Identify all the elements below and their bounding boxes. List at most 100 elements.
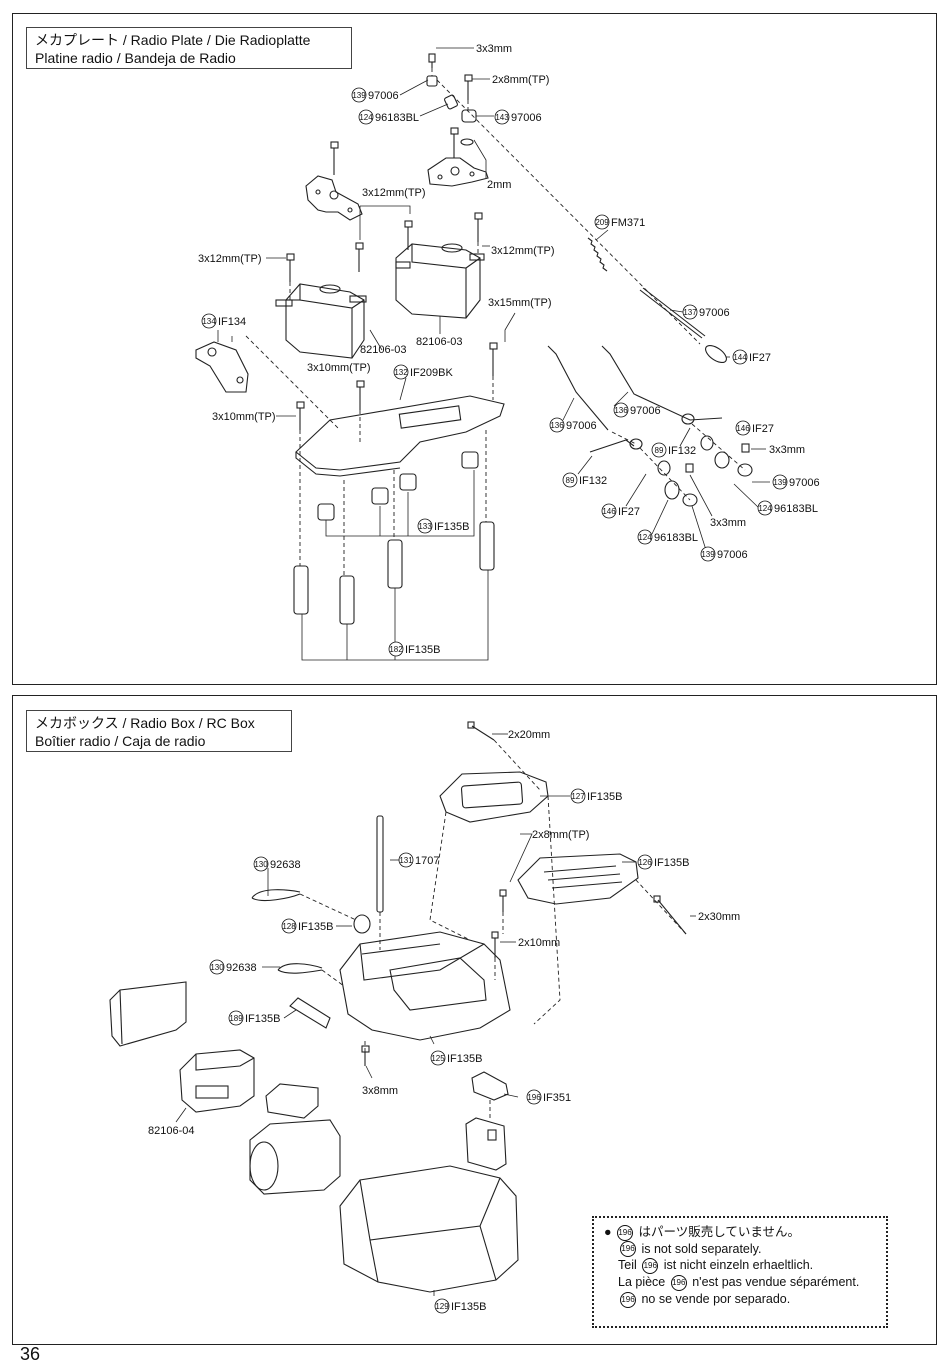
callout-b3: 2x8mm(TP): [532, 829, 589, 841]
callout-b12: 125 IF135B: [430, 1050, 482, 1066]
screw-2x8-top: [464, 74, 473, 100]
svg-text:82106-03: 82106-03: [416, 336, 463, 348]
screw-horn-left: [330, 141, 339, 175]
radio-plate-title-line2: Platine radio / Bandeja de Radio: [35, 50, 236, 66]
svg-text:IF135B: IF135B: [587, 791, 622, 803]
svg-text:137: 137: [683, 308, 697, 317]
callout-t23: 89 IF132: [651, 442, 696, 458]
rod-89: [589, 439, 635, 453]
callout-b7: 2x30mm: [698, 911, 740, 923]
svg-text:139: 139: [773, 478, 787, 487]
callout-b13: 3x8mm: [362, 1085, 398, 1097]
note-text-en: is not sold separately.: [641, 1241, 762, 1256]
screw-2x8: [499, 889, 507, 912]
callout-t4: 124 96183BL: [358, 109, 419, 125]
washer-2mm: [460, 138, 474, 146]
link-parts-right: [629, 413, 753, 507]
svg-text:IF209BK: IF209BK: [410, 367, 453, 379]
callout-t9: 3x12mm(TP): [198, 253, 262, 265]
svg-text:IF132: IF132: [579, 475, 607, 487]
note-text-de: ist nicht einzeln erhaeltlich.: [663, 1258, 814, 1273]
callout-t14: 82106-03: [416, 336, 463, 348]
screw-3x10-left: [296, 401, 305, 430]
svg-text:124: 124: [359, 113, 373, 122]
callout-b11: 189 IF135B: [228, 1010, 280, 1026]
svg-text:3x12mm(TP): 3x12mm(TP): [491, 245, 555, 257]
svg-text:125: 125: [431, 1054, 445, 1063]
note-text-jp: はパーツ販売していません。: [638, 1225, 801, 1239]
spring-209: [587, 237, 608, 272]
rod-137: [639, 287, 706, 339]
callout-t10: 3x12mm(TP): [491, 245, 555, 257]
svg-text:3x8mm: 3x8mm: [362, 1085, 398, 1097]
svg-text:IF134: IF134: [218, 316, 246, 328]
cap-128: [353, 914, 371, 934]
callout-t22: 146 IF27: [735, 420, 774, 436]
servo-horn-left: [305, 175, 363, 221]
post-133-a: [317, 503, 335, 521]
radio-plate-panel: [12, 13, 937, 685]
not-sold-note: ● 196 はパーツ販売していません。 196 is not sold sepa…: [592, 1216, 888, 1328]
standoff-182-d: [479, 521, 495, 571]
svg-text:89: 89: [655, 446, 664, 455]
svg-text:182: 182: [389, 645, 403, 654]
svg-text:189: 189: [229, 1014, 243, 1023]
svg-text:96183BL: 96183BL: [774, 503, 818, 515]
callout-t1: 3x3mm: [476, 43, 512, 55]
callout-b9: 2x10mm: [518, 937, 560, 949]
svg-text:131: 131: [399, 856, 413, 865]
part-number-circle: 196: [620, 1241, 636, 1258]
svg-text:IF135B: IF135B: [245, 1013, 280, 1025]
svg-text:IF351: IF351: [543, 1092, 571, 1104]
callout-b14: 196 IF351: [526, 1089, 571, 1105]
svg-text:3x10mm(TP): 3x10mm(TP): [212, 411, 276, 423]
bracket-134: [195, 341, 249, 393]
post-133-c: [399, 473, 417, 491]
lid-127: [439, 771, 549, 823]
note-text-es: no se vende por separado.: [641, 1291, 791, 1306]
svg-text:132: 132: [394, 368, 408, 377]
screw-3x10-mid: [356, 380, 365, 410]
svg-text:2x8mm(TP): 2x8mm(TP): [532, 829, 589, 841]
note-line-de: Teil 196 ist nicht einzeln erhaeltlich.: [604, 1257, 876, 1275]
standoff-182-b: [339, 575, 355, 625]
screw-2x10: [491, 931, 499, 958]
note-text-fr-prefix: La pièce: [618, 1275, 666, 1290]
svg-text:139: 139: [352, 91, 366, 100]
svg-text:IF132: IF132: [668, 445, 696, 457]
svg-text:127: 127: [571, 792, 585, 801]
svg-text:IF27: IF27: [749, 352, 771, 364]
callout-t25: 89 IF132: [562, 472, 607, 488]
svg-text:3x10mm(TP): 3x10mm(TP): [307, 362, 371, 374]
callout-b16: 129 IF135B: [434, 1298, 486, 1314]
sponge-block: [265, 1083, 319, 1119]
lid-126: [517, 853, 639, 905]
part-number-circle: 196: [642, 1258, 659, 1275]
svg-text:IF135B: IF135B: [447, 1053, 482, 1065]
svg-text:133: 133: [418, 522, 432, 531]
svg-text:IF27: IF27: [752, 423, 774, 435]
radio-plate-title-line1: メカプレート / Radio Plate / Die Radioplatte: [35, 32, 311, 48]
callout-t16: 144 IF27: [732, 349, 771, 365]
callout-b15: 82106-04: [148, 1125, 195, 1137]
antenna-131: [376, 815, 384, 913]
svg-text:2x8mm(TP): 2x8mm(TP): [492, 74, 549, 86]
callout-t7: 3x12mm(TP): [362, 187, 426, 199]
screw-3x12-b: [355, 242, 364, 272]
callout-t20: 136 97006: [613, 402, 661, 418]
standoff-182-a: [293, 565, 309, 615]
note-line-fr: La pièce 196 n'est pas vendue séparément…: [604, 1274, 876, 1291]
svg-text:134: 134: [202, 317, 216, 326]
svg-text:129: 129: [435, 1302, 449, 1311]
callout-b5: 131 1707: [398, 852, 439, 868]
callout-t8: 209 FM371: [594, 214, 645, 230]
svg-text:IF135B: IF135B: [451, 1301, 486, 1313]
callout-t11: 3x15mm(TP): [488, 297, 552, 309]
switch-box: [465, 1117, 507, 1171]
note-text-fr: n'est pas vendue séparément.: [692, 1275, 860, 1290]
svg-text:2x10mm: 2x10mm: [518, 937, 560, 949]
callout-t29: 3x3mm: [710, 517, 746, 529]
svg-text:96183BL: 96183BL: [654, 532, 698, 544]
callout-t6: 2mm: [487, 179, 511, 191]
svg-text:92638: 92638: [270, 859, 301, 871]
